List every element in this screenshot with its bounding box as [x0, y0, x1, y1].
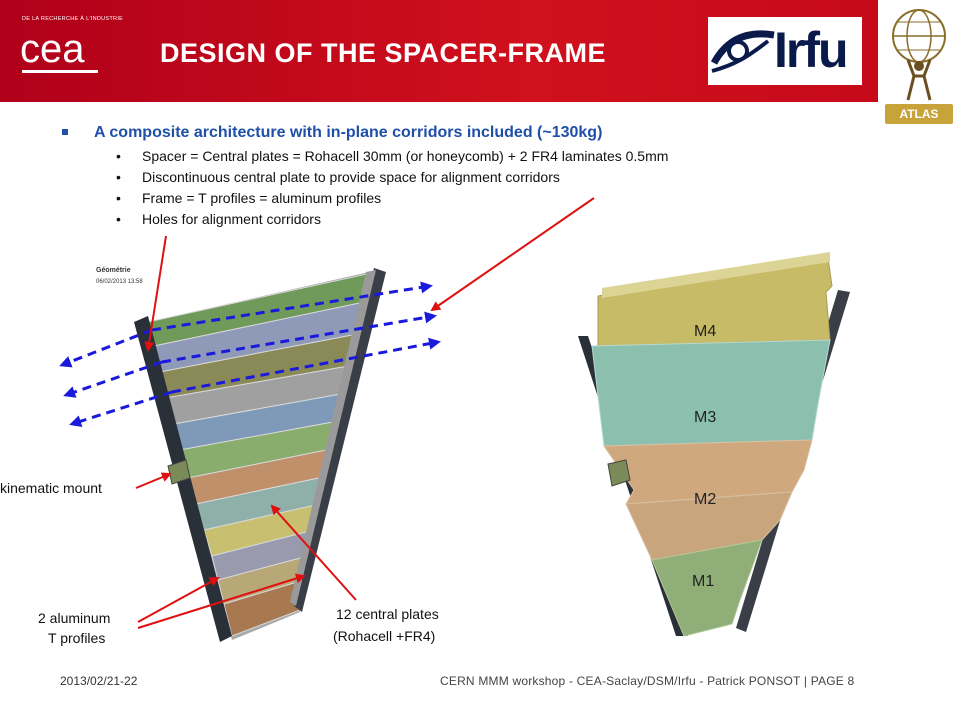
module-m1-plate	[651, 539, 763, 637]
module-m2-plate-lower	[625, 491, 793, 561]
module-m3-plate	[591, 339, 831, 447]
module-label-m2: M2	[694, 491, 716, 508]
dot-bullet-icon: •	[116, 148, 121, 164]
cea-logo: cea	[20, 27, 98, 73]
dot-bullet-icon: •	[116, 211, 121, 227]
corridor-arrow-left	[63, 360, 163, 398]
pointer-arrow	[135, 472, 172, 489]
corridor-arrow-right	[161, 311, 437, 364]
right-module-stack: M4 M3 M2 M1	[578, 252, 850, 637]
irfu-logo-text: Irfu	[774, 22, 849, 78]
list-item: • Spacer = Central plates = Rohacell 30mm…	[60, 148, 870, 169]
pointer-arrow	[430, 197, 595, 312]
list-item: • Holes for alignment corridors	[60, 211, 870, 232]
annotation-arrows	[135, 197, 595, 629]
list-item: • Discontinuous central plate to provide …	[60, 169, 870, 190]
kinematic-mount	[607, 459, 631, 487]
central-plates-label-line2: (Rohacell +FR4)	[333, 628, 436, 644]
dot-bullet-icon: •	[116, 190, 121, 206]
footer-text: CERN MMM workshop - CEA-Saclay/DSM/Irfu …	[440, 674, 855, 688]
pointer-arrow	[137, 573, 306, 629]
module-label-m4: M4	[694, 323, 716, 340]
geometry-date: 06/02/2013 13:58	[96, 279, 143, 285]
corridor-arrow-left	[59, 328, 153, 368]
list-item-text: Spacer = Central plates = Rohacell 30mm …	[142, 148, 669, 164]
irfu-logo: Irfu	[708, 17, 862, 85]
module-label-m1: M1	[692, 573, 714, 590]
corridor-arrow-right	[171, 337, 441, 394]
aluminum-profiles-label-line1: 2 aluminum	[38, 610, 111, 626]
corridor-arrow-right	[151, 281, 433, 332]
square-bullet-icon	[62, 129, 68, 135]
list-item-text: Frame = T profiles = aluminum profiles	[142, 190, 382, 206]
atlas-logo: ATLAS	[878, 0, 960, 128]
kinematic-mount-label: kinematic mount	[0, 480, 102, 496]
page-title: DESIGN OF THE SPACER-FRAME	[160, 38, 607, 68]
list-item-text: Holes for alignment corridors	[142, 211, 321, 227]
atlas-logo-text: ATLAS	[885, 104, 953, 124]
cea-tagline: DE LA RECHERCHE À L'INDUSTRIE	[22, 16, 124, 22]
module-label-m3: M3	[694, 409, 716, 426]
pointer-arrow	[270, 504, 357, 601]
pointer-arrow	[144, 235, 167, 352]
alignment-corridors	[59, 281, 441, 427]
main-bullet-text: A composite architecture with in-plane c…	[94, 124, 603, 141]
bullet-list: A composite architecture with in-plane c…	[60, 124, 870, 232]
cea-logo-text: cea	[20, 27, 85, 71]
footer-date: 2013/02/21-22	[60, 674, 138, 688]
right-t-profile	[294, 268, 386, 612]
dot-bullet-icon: •	[116, 169, 121, 185]
left-spacer-stack	[134, 268, 386, 642]
irfu-swoosh-icon	[710, 30, 775, 73]
central-plates-label-line1: 12 central plates	[336, 606, 439, 622]
pointer-arrow	[137, 577, 220, 623]
right-t-profile-edge	[290, 270, 376, 606]
list-item-text: Discontinuous central plate to provide s…	[142, 169, 560, 185]
atlas-figure-icon	[892, 9, 946, 101]
main-bullet: A composite architecture with in-plane c…	[60, 124, 870, 148]
module-m4-top-edge	[602, 252, 830, 298]
geometry-label: Géométrie	[96, 267, 131, 274]
list-item: • Frame = T profiles = aluminum profiles	[60, 190, 870, 211]
corridor-arrow-left	[69, 390, 173, 427]
aluminum-profiles-label-line2: T profiles	[48, 630, 106, 646]
